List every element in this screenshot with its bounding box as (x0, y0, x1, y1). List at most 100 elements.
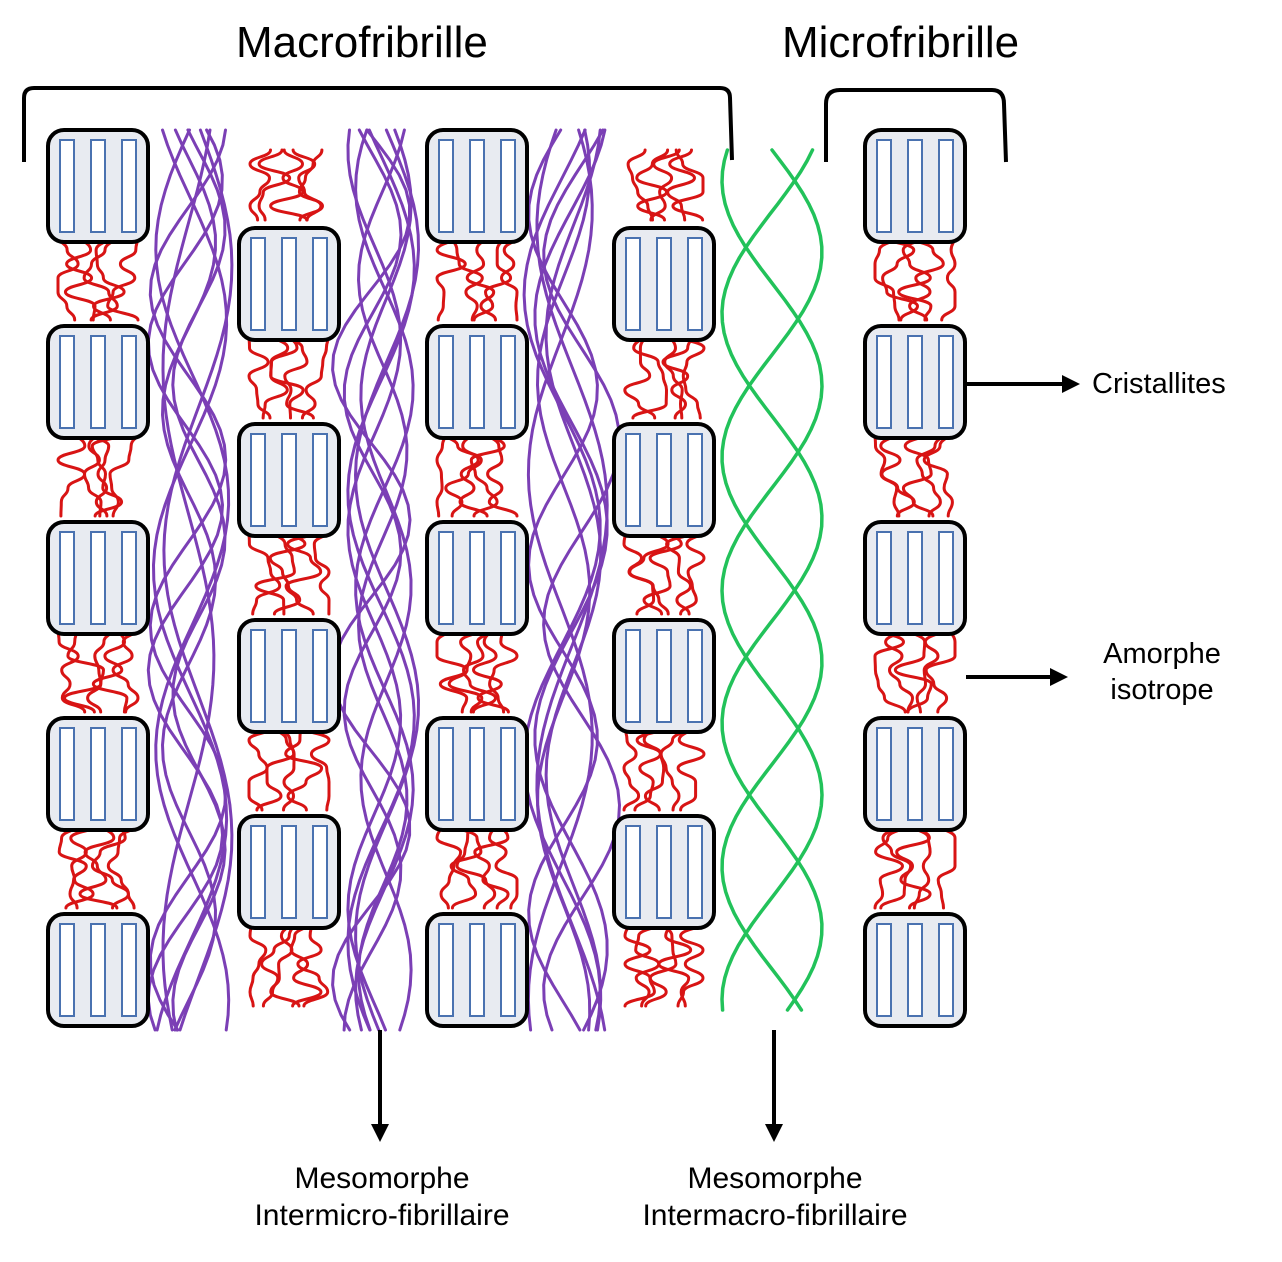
crystallite-lamella (438, 727, 454, 821)
amorphous-arrow-head (1050, 668, 1068, 686)
crystallite-lamella (938, 335, 954, 429)
crystallite-lamella (438, 139, 454, 233)
amorphous-chain (90, 430, 128, 518)
amorphous-chain (671, 148, 705, 222)
amorphous-chain (663, 332, 684, 420)
crystallite-lamella (500, 531, 516, 625)
intermacro-label-line2: Intermacro-fibrillaire (642, 1199, 908, 1232)
amorphous-chains (623, 920, 705, 1008)
crystallite-lamella (59, 531, 75, 625)
amorphous-chains (247, 332, 331, 420)
amorphous-chains (623, 332, 706, 420)
intermicrofibrillar-bundle-2 (331, 128, 420, 1032)
amorphous-chain (435, 822, 463, 910)
crystallite-lamella (687, 433, 703, 527)
crystallite-lamella (59, 139, 75, 233)
amorphous-chain (62, 626, 106, 714)
crystallite-block (425, 912, 529, 1028)
amorphous-chains (622, 528, 706, 616)
crystallite-lamella (656, 433, 672, 527)
amorphous-chain (298, 724, 331, 812)
crystallite-lamella (59, 923, 75, 1017)
amorphous-chains (873, 430, 954, 518)
amorphous-chain (873, 626, 907, 714)
crystallite-lamella (876, 727, 892, 821)
amorphous-chain (676, 920, 705, 1008)
crystallite-block (863, 128, 967, 244)
crystallite-block (237, 618, 341, 734)
crystallite-block (46, 128, 150, 244)
crystallite-lamella (438, 531, 454, 625)
amorphous-chain (269, 920, 301, 1008)
amorphous-chain (64, 822, 101, 910)
amorphous-chain (873, 430, 901, 518)
crystallite-lamella (876, 335, 892, 429)
crystallite-lamella (281, 237, 297, 331)
amorphous-chains (57, 822, 140, 910)
amorphous-chain (473, 822, 510, 910)
amorphous-chain (248, 148, 272, 222)
amorphous-chain (465, 234, 497, 322)
crystallite-lamella (250, 629, 266, 723)
amorphous-chain (666, 148, 697, 222)
amorphous-chain (269, 332, 305, 420)
amorphous-chain (56, 234, 80, 322)
intermacrofibrillar-bundle (720, 148, 824, 1012)
amorphous-chain (247, 724, 277, 812)
crystallite-lamella (625, 433, 641, 527)
amorphous-chain (85, 430, 111, 518)
amorphous-chain (447, 626, 484, 714)
amorphous-chain (659, 724, 692, 812)
amorphous-chain (449, 822, 483, 910)
amorphous-isotropic-label: Amorphe isotrope (1080, 636, 1244, 708)
amorphous-chain (247, 528, 282, 616)
amorphous-chain (247, 332, 272, 420)
amorphous-chain (57, 822, 88, 910)
amorphous-chain (78, 822, 119, 910)
intermacrofibrillar-chain (720, 148, 824, 1012)
intermicro-label-line1: Mesomorphe (294, 1162, 470, 1195)
amorphous-chain (915, 430, 946, 518)
crystallite-lamella (469, 727, 485, 821)
intermicrofibrillar-chain (161, 128, 216, 1032)
amorphous-chain (257, 148, 292, 222)
amorphous-chain (273, 724, 296, 812)
intermicrofibrillar-chain (162, 128, 234, 1032)
amorphous-chain (111, 626, 140, 714)
crystallite-lamella (438, 923, 454, 1017)
amorphous-chain (472, 234, 513, 322)
crystallite-lamella (907, 923, 923, 1017)
amorphous-chain (450, 234, 484, 322)
intermicrofibrillar-chain (357, 128, 409, 1032)
crystallite-lamella (250, 237, 266, 331)
amorphous-chain (435, 430, 448, 518)
crystallite-lamella (656, 825, 672, 919)
crystallite-lamella (687, 825, 703, 919)
crystallite-lamella (907, 727, 923, 821)
intermicrofibrillar-bundle-3 (522, 128, 621, 1032)
amorphous-chain (649, 148, 681, 222)
crystallite-lamella (876, 923, 892, 1017)
amorphous-chain (884, 626, 915, 714)
crystallite-block (863, 520, 967, 636)
crystallite-lamella (500, 139, 516, 233)
crystallite-lamella (625, 237, 641, 331)
amorphous-chain (312, 528, 331, 616)
crystallite-block (425, 520, 529, 636)
amorphous-chains (622, 724, 706, 812)
crystallite-lamella (90, 139, 106, 233)
intermicrofibrillar-chain (154, 128, 231, 1032)
amorphous-chain (471, 626, 510, 714)
intermacrofibrillar-mesomorphic-label: Mesomorphe Intermacro-fibrillaire (610, 1160, 940, 1234)
amorphous-chain (879, 430, 916, 518)
crystallite-lamella (312, 237, 328, 331)
crystallite-lamella (938, 923, 954, 1017)
amorphous-chain (248, 920, 268, 1008)
amorphous-chain (499, 234, 519, 322)
amorphous-chain (108, 430, 140, 518)
intermicrofibrillar-bundle-1 (146, 128, 234, 1032)
crystallite-lamella (656, 629, 672, 723)
crystallite-lamella (625, 629, 641, 723)
intermicrofibrillar-chain (148, 128, 228, 1032)
